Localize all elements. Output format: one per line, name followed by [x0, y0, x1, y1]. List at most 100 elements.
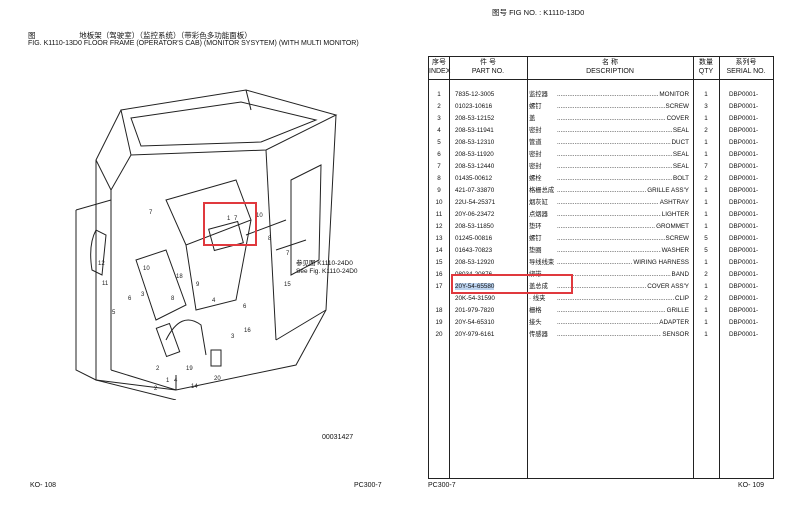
- row-index: 16: [435, 271, 443, 278]
- row-index: 10: [435, 199, 443, 206]
- row-part-no: 01435-00612: [455, 175, 493, 182]
- row-index: 6: [437, 151, 441, 158]
- row-desc-en: COVER: [665, 113, 689, 125]
- row-leader-dots: ........................................…: [557, 199, 689, 206]
- row-index: 3: [437, 115, 441, 122]
- row-desc-zh: 盖总成: [529, 283, 548, 290]
- diagram-highlight-box: [203, 202, 257, 246]
- row-qty: 1: [704, 319, 708, 326]
- row-qty: 1: [704, 151, 708, 158]
- row-part-no: 20Y-06-23472: [455, 211, 495, 218]
- row-serial: DBP0001-: [729, 187, 759, 194]
- row-desc-en: DUCT: [670, 137, 689, 149]
- row-qty: 1: [704, 211, 708, 218]
- row-qty: 2: [704, 175, 708, 182]
- row-leader-dots: ........................................…: [557, 187, 689, 194]
- callout-4b: 4: [174, 378, 178, 384]
- row-leader-dots: ........................................…: [557, 283, 689, 290]
- fig-no-header: 图号 FIG NO. : K1110-13D0: [492, 8, 585, 17]
- row-leader-dots: ........................................…: [557, 151, 689, 158]
- row-leader-dots: ........................................…: [557, 319, 689, 326]
- row-desc-zh: 盖: [529, 115, 536, 122]
- row-desc-en: SEAL: [671, 125, 689, 137]
- row-index: 5: [437, 139, 441, 146]
- row-desc-zh: 点烟器: [529, 211, 548, 218]
- row-desc-en: ASHTRAY: [658, 197, 689, 209]
- row-part-no: 01023-10616: [455, 103, 493, 110]
- row-index: 18: [435, 307, 443, 314]
- row-desc-zh: 管道: [529, 139, 542, 146]
- row-qty: 1: [704, 115, 708, 122]
- row-serial: DBP0001-: [729, 295, 759, 302]
- callout-8b: 8: [171, 296, 175, 302]
- row-index: 15: [435, 259, 443, 266]
- row-index: 14: [435, 247, 443, 254]
- row-index: 1: [437, 91, 441, 98]
- row-serial: DBP0001-: [729, 103, 759, 110]
- row-serial: DBP0001-: [729, 163, 759, 170]
- row-desc-en: GRILLE: [665, 305, 689, 317]
- row-serial: DBP0001-: [729, 307, 759, 314]
- row-serial: DBP0001-: [729, 115, 759, 122]
- row-desc-zh: 导线线束: [529, 259, 555, 266]
- row-desc-en: MONITOR: [658, 89, 689, 101]
- row-part-no: 20Y-54-65310: [455, 319, 495, 326]
- row-desc-en: SCREW: [664, 233, 689, 245]
- callout-5: 5: [112, 310, 116, 316]
- row-qty: 5: [704, 247, 708, 254]
- row-desc-en: WASHER: [660, 245, 689, 257]
- row-qty: 1: [704, 259, 708, 266]
- row-qty: 2: [704, 295, 708, 302]
- row-part-no: 421-07-33870: [455, 187, 495, 194]
- row-desc-zh: 接头: [529, 319, 542, 326]
- row-desc-zh: 密封: [529, 151, 542, 158]
- footer-left-model: PC300-7: [354, 482, 382, 489]
- row-part-no: 22U-54-25371: [455, 199, 496, 206]
- row-desc-zh: 螺钉: [529, 103, 542, 110]
- row-leader-dots: ........................................…: [557, 295, 689, 302]
- row-leader-dots: ........................................…: [557, 115, 689, 122]
- row-index: 2: [437, 103, 441, 110]
- row-index: 9: [437, 187, 441, 194]
- callout-6b: 6: [243, 304, 247, 310]
- row-qty: 2: [704, 271, 708, 278]
- row-desc-en: LIGHTER: [660, 209, 689, 221]
- callout-14: 14: [191, 384, 198, 390]
- row-part-no: 201-979-7820: [455, 307, 495, 314]
- row-leader-dots: ........................................…: [557, 175, 689, 182]
- row-qty: 5: [704, 235, 708, 242]
- row-serial: DBP0001-: [729, 211, 759, 218]
- row-leader-dots: ........................................…: [557, 271, 689, 278]
- row-desc-en: SENSOR: [661, 329, 689, 341]
- callout-16: 16: [244, 328, 251, 334]
- row-desc-zh: 烟灰缸: [529, 199, 548, 206]
- row-part-no: 01643-70823: [455, 247, 493, 254]
- footer-right-model: PC300-7: [428, 482, 456, 489]
- callout-20: 20: [214, 376, 221, 382]
- row-leader-dots: ........................................…: [557, 331, 689, 338]
- row-desc-zh: 栅格: [529, 307, 542, 314]
- row-index: 17: [435, 283, 443, 290]
- row-serial: DBP0001-: [729, 223, 759, 230]
- selected-part-no[interactable]: 20Y-54-65580: [455, 283, 495, 290]
- row-desc-en: BOLT: [672, 173, 689, 185]
- row-desc-en: SEAL: [671, 149, 689, 161]
- callout-7c: 7: [286, 251, 290, 257]
- callout-8: 8: [268, 236, 272, 242]
- row-serial: DBP0001-: [729, 139, 759, 146]
- footer-left-page-no: KO- 108: [30, 482, 57, 489]
